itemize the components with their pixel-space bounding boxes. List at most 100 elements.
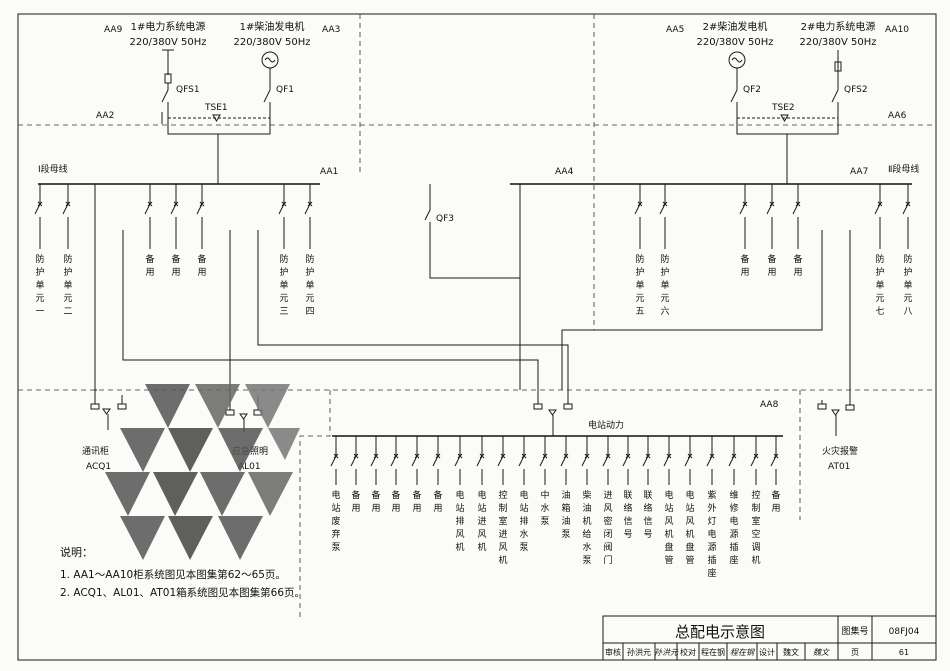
switch-qf3: QF3 (436, 214, 454, 224)
feeder-label: 备用 (740, 253, 749, 278)
tb-designer-label: 设计 (759, 647, 775, 657)
feeder-breaker-icon (539, 436, 546, 485)
feeder-label: 电站废弃泵 (331, 489, 340, 553)
source-grid1-rating: 220/380V 50Hz (129, 37, 206, 48)
feeder-label: 备用 (145, 253, 154, 278)
breaker-mark-icon (662, 201, 668, 207)
tb-reviewer-name: 孙洪元 (627, 647, 651, 657)
acq1-transfer-switch (90, 390, 127, 430)
feeder-label: 防护单元二 (63, 253, 72, 317)
bus-2-label: Ⅱ段母线 (888, 163, 919, 175)
feeder-label: 柴油机给水泵 (582, 489, 591, 566)
feeder-label: 防护单元一 (35, 253, 44, 317)
feeder-label: 进风密闭阀门 (603, 490, 612, 566)
riser-at01 (561, 230, 851, 405)
feeder-breaker-icon (62, 184, 69, 249)
ats-tse1-triangle (212, 114, 221, 122)
feeder-label: 电站排风机 (455, 489, 464, 553)
feeder-breaker-icon (518, 436, 525, 485)
feeder-breaker-icon (144, 184, 151, 249)
feeder-breaker-icon (476, 436, 483, 485)
breaker-mark-icon (742, 201, 748, 207)
power-transfer-switch (533, 390, 573, 436)
note-1: 1. AA1～AA10柜系统图见本图集第62～65页。 (60, 568, 286, 581)
feeder-label: 防护单元四 (305, 253, 314, 317)
breaker-mark-icon (281, 201, 287, 207)
feeder-breaker-icon (663, 436, 670, 485)
drawing-title: 总配电示意图 (675, 623, 765, 641)
feeder-breaker-icon (278, 184, 285, 249)
source-gen1-title: 1#柴油发电机 (240, 20, 305, 33)
ats-tse2-triangle (780, 114, 789, 122)
panel-aa2: AA2 (96, 111, 114, 121)
feeder-breaker-icon (728, 436, 735, 485)
source-gen2-rating: 220/380V 50Hz (696, 37, 773, 48)
feeder-breaker-icon (634, 184, 641, 249)
feeder-breaker-icon (196, 184, 203, 249)
notes-heading: 说明： (60, 545, 93, 559)
tb-page-label: 页 (851, 648, 859, 657)
feeder-breaker-icon (642, 436, 649, 485)
at01-transfer-switch (817, 400, 855, 436)
switch-qf1: QF1 (276, 85, 294, 95)
source-gen1-rating: 220/380V 50Hz (233, 37, 310, 48)
panel-aa1: AA1 (320, 167, 338, 177)
source-grid2-rating: 220/380V 50Hz (799, 37, 876, 48)
switch-tse2: TSE2 (771, 103, 795, 113)
feeder-label: 控制室进风机 (498, 489, 507, 566)
breaker-mark-icon (584, 453, 590, 459)
panel-aa10: AA10 (885, 25, 909, 35)
feeder-label: 备用 (793, 253, 802, 278)
breaker-mark-icon (479, 453, 485, 459)
feeder-label: 电站进风机 (477, 489, 486, 553)
breaker-mark-icon (147, 201, 153, 207)
panel-aa8: AA8 (760, 400, 779, 410)
breaker-mark-icon (877, 201, 883, 207)
feeder-breaker-icon (497, 436, 504, 485)
feeder-breaker-icon (454, 436, 461, 485)
tb-checker-sign: 程在钢 (730, 648, 755, 657)
feeder-breaker-icon (370, 436, 377, 485)
breaker-mark-icon (333, 453, 339, 459)
breaker-mark-icon (666, 453, 672, 459)
breaker-mark-icon (625, 453, 631, 459)
riser-al01 (229, 230, 569, 405)
feeder-label: 中水泵 (540, 489, 549, 527)
feeder-breaker-icon (560, 436, 567, 485)
feeder-breaker-icon (739, 184, 746, 249)
breaker-mark-icon (199, 201, 205, 207)
load-at01-label: 火灾报警 (822, 445, 858, 457)
feeder-breaker-icon (766, 184, 773, 249)
feeder-breaker-icon (411, 436, 418, 485)
feeder-breaker-icon (330, 436, 337, 485)
feeder-breaker-icon (706, 436, 713, 485)
feeder-breaker-icon (390, 436, 397, 485)
breaker-mark-icon (435, 453, 441, 459)
feeder-breaker-icon (684, 436, 691, 485)
load-al01-code: AL01 (238, 462, 261, 472)
feeder-label: 备用 (351, 489, 360, 514)
tb-checker-name: 程在钢 (701, 647, 725, 657)
breaker-mark-icon (542, 453, 548, 459)
feeder-label: 控制室空调机 (751, 489, 760, 566)
switch-qfs1: QFS1 (176, 85, 200, 95)
feeder-breaker-icon (770, 436, 777, 485)
drawing-border (17, 13, 937, 661)
feeder-breaker-icon (350, 436, 357, 485)
feeder-breaker-icon (602, 436, 609, 485)
switch-tse1: TSE1 (204, 103, 228, 113)
tb-page-number: 61 (899, 648, 909, 657)
feeder-breaker-icon (750, 436, 757, 485)
feeder-label: 防护单元三 (279, 253, 288, 317)
feeder-label: 电站风机盘管 (685, 489, 694, 566)
switch-qf2: QF2 (743, 85, 761, 95)
breaker-mark-icon (173, 201, 179, 207)
breaker-mark-icon (773, 453, 779, 459)
tb-reviewer-label: 审核 (605, 647, 621, 657)
feeder-breaker-icon (792, 184, 799, 249)
breaker-mark-icon (905, 201, 911, 207)
